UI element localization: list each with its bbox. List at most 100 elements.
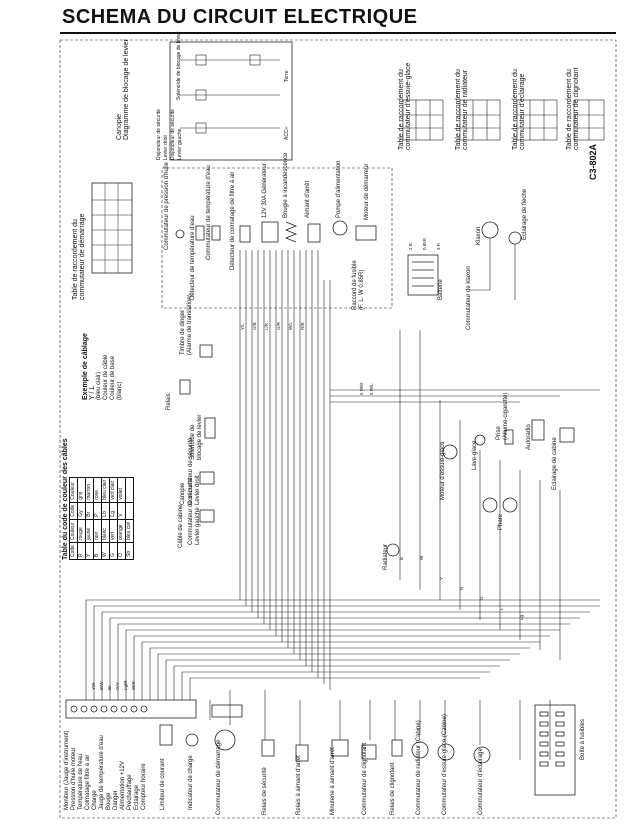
label-stop-magnet: Aimant d'arrêt	[305, 180, 311, 218]
wire-code: L	[499, 607, 504, 610]
cell: vert	[109, 519, 118, 543]
wire-code: 5 W/B	[359, 383, 364, 395]
autoradio	[531, 419, 545, 441]
alternator	[261, 221, 279, 243]
bottom-label: Indicateur de charge	[188, 755, 194, 810]
label-horn: Klaxon	[476, 226, 482, 245]
wire-code: G/Y	[115, 682, 120, 690]
cell	[125, 502, 134, 520]
conn-table-heading: Table de raccordement du commutateur d'é…	[512, 69, 526, 150]
wire-code: G/R	[276, 321, 281, 330]
canopy-diagram	[169, 41, 293, 161]
canopy-subtitle: Diagramme de blocage de levier	[123, 39, 130, 140]
current-limiter	[159, 724, 173, 746]
stop-relay	[295, 744, 309, 762]
color-table-block: Table du code de couleur des câbles Code…	[62, 438, 134, 560]
label-safety-left-line: Levier gauche	[195, 507, 201, 545]
headlamp-1	[482, 497, 498, 513]
label-fuel-pump: Pompe d'alimentation	[336, 160, 342, 218]
label-relay: Relais	[166, 393, 172, 410]
label-fuse-link-line: (F. L. W 0.85R)	[359, 269, 365, 310]
main-harness	[85, 599, 600, 700]
right-wires	[330, 330, 600, 660]
wiring-example-heading: Exemple de câblage	[82, 333, 89, 400]
label-autoradio: Autoradio	[526, 424, 532, 450]
wire-code: 2 B	[408, 243, 413, 250]
cell: Br	[85, 502, 94, 520]
canopy-title: Canopie	[116, 113, 123, 140]
wiring-example-line: Couleur de base	[110, 355, 116, 400]
cell: rose	[93, 477, 102, 503]
bottom-label: Température de l'eau	[78, 753, 84, 810]
cell: R	[77, 542, 86, 560]
bottom-label: Relais de sécurité	[262, 767, 268, 815]
bottom-label: Commutateur de clignotant	[362, 742, 368, 815]
conn-table-title: commutateur d'éclairage	[519, 73, 526, 150]
wire-code: 5 W/L	[369, 383, 374, 395]
color-table-heading: Table du code de couleur des câbles	[62, 438, 69, 560]
canopy-heading: Canopie Diagramme de blocage de levier	[116, 39, 130, 140]
bottom-label: Commutateur de démarrage	[216, 739, 222, 815]
battery	[407, 254, 439, 296]
label-battery: Batterie	[438, 279, 444, 300]
bottom-label: Alimentation +12V	[120, 761, 126, 810]
starter-switch	[214, 729, 236, 751]
canopy-ground-label: Terre	[284, 70, 290, 82]
bottom-branches	[209, 690, 551, 760]
label-glow-plug: Bougie à incandescence	[283, 152, 289, 218]
label-air-filter: Détecteur de colmatage de filtre à air	[230, 171, 236, 270]
label-safety-left: Commutateur de sécurité Levier gauche	[188, 478, 202, 545]
label-heater: Radiateur	[383, 543, 389, 570]
boom-light	[508, 231, 522, 245]
canopy-label: Disjoncteur de sécurité	[170, 109, 176, 160]
cell: bleu clair	[101, 477, 110, 503]
label-socket-line: Prise	[496, 426, 502, 440]
wire-code: B	[399, 557, 404, 560]
monitor-lamps	[70, 705, 148, 713]
wire-code: W/L	[288, 322, 293, 330]
safety-left	[199, 509, 215, 523]
relay	[179, 379, 191, 395]
wire-code: R/B	[300, 322, 305, 330]
label-starter-motor: Moteur de démarreur	[364, 163, 370, 220]
outer-frame	[59, 39, 617, 819]
wire-code: L/R	[264, 322, 269, 330]
label-alarm-line: Timbre de dinger	[180, 309, 186, 355]
starter-table	[91, 182, 133, 274]
bottom-label: Commutateur d'essuie-glace (Cabine)	[442, 714, 448, 815]
fuse-box-outline	[534, 704, 576, 796]
label-socket-line: (Allume-cigarette)	[503, 392, 509, 440]
canopy-label: Levier gauche	[177, 128, 183, 160]
socket	[504, 429, 514, 445]
cell: blanc	[101, 519, 110, 543]
bottom-label: Relais à aimant d'arrêt	[296, 755, 302, 815]
water-temp-switch	[211, 225, 221, 241]
wire-code: 3 R	[436, 242, 441, 250]
wire-code: Lg	[519, 614, 524, 620]
conn-table-title: Table de raccordement du	[512, 69, 519, 150]
label-headlamp: Phare	[498, 513, 504, 530]
bottom-label: Bouge	[106, 792, 112, 810]
fuse-box-fuses	[539, 711, 565, 767]
bottom-label: Danger	[113, 790, 119, 810]
cell: bleu ciel	[125, 519, 134, 543]
label-horn-switch: Commutateur de klaxon	[466, 266, 472, 330]
cell: Lb	[101, 502, 110, 520]
turn-relay	[391, 739, 403, 757]
label-boom-light: Eclairage de flèche	[522, 188, 528, 240]
safety-right	[199, 471, 215, 485]
bottom-label: Jauge de température d'eau	[99, 735, 105, 810]
monitor-block	[65, 699, 197, 719]
oil-pressure-switch	[175, 229, 185, 239]
cell: V	[117, 502, 126, 520]
canopy-label: Levier droit	[163, 135, 169, 160]
canopy-acc-label: ACC+	[284, 126, 290, 140]
cell: marron	[85, 477, 94, 503]
heater-switch	[411, 741, 429, 759]
label-washer: Lave-glace	[472, 440, 478, 470]
cell: violet	[117, 477, 126, 503]
cell: Lg	[109, 502, 118, 520]
stop-magnet	[307, 223, 321, 243]
conn-table-title: Table de raccordement du	[566, 69, 573, 150]
label-alternator: 12V 30A Générateur	[262, 163, 268, 218]
